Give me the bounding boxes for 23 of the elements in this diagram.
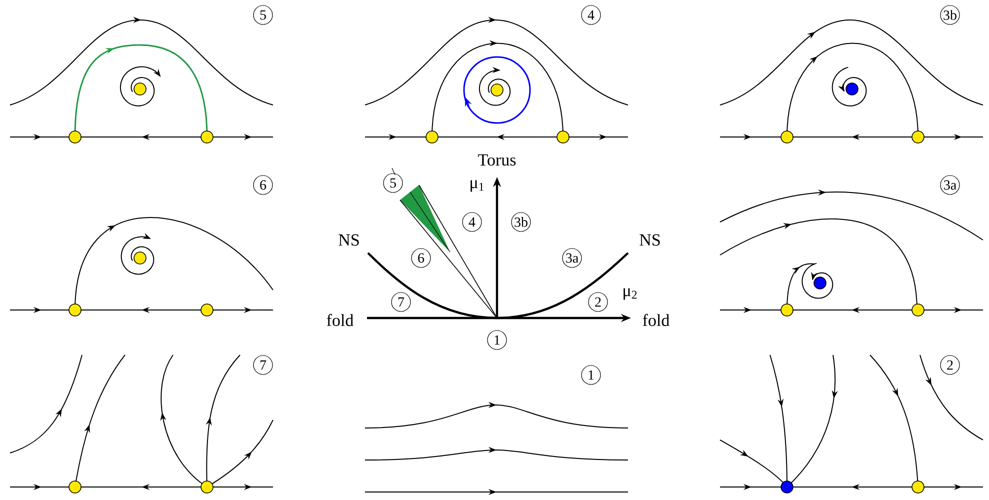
circled-label: 4 xyxy=(581,5,601,25)
circled-label: 6 xyxy=(253,175,273,195)
circled-label: 3b xyxy=(940,5,960,25)
axis-label: fold xyxy=(326,314,354,326)
circled-label: 5 xyxy=(253,5,273,25)
circled-label: 7 xyxy=(391,292,411,312)
circled-label: 1 xyxy=(487,330,507,350)
circled-label: 1 xyxy=(581,365,601,385)
axis-label: μ$_{1}$ xyxy=(470,180,484,192)
circled-label: 3b xyxy=(511,212,531,232)
circled-label: 2 xyxy=(940,355,960,375)
circled-label: 7 xyxy=(253,355,273,375)
axis-label: μ$_{2}$ xyxy=(624,288,637,300)
circled-label: 5 xyxy=(383,173,403,193)
circled-label: 3a xyxy=(940,175,960,195)
circled-label: 6 xyxy=(411,248,431,268)
circled-label: 2 xyxy=(588,292,608,312)
curve-label: NS xyxy=(338,234,359,246)
circled-label: 3a xyxy=(562,248,582,268)
curve-label: NS xyxy=(640,234,660,246)
circled-label: 4 xyxy=(462,212,482,232)
axis-label: fold xyxy=(642,314,670,326)
axis-label: Torus xyxy=(478,154,516,166)
